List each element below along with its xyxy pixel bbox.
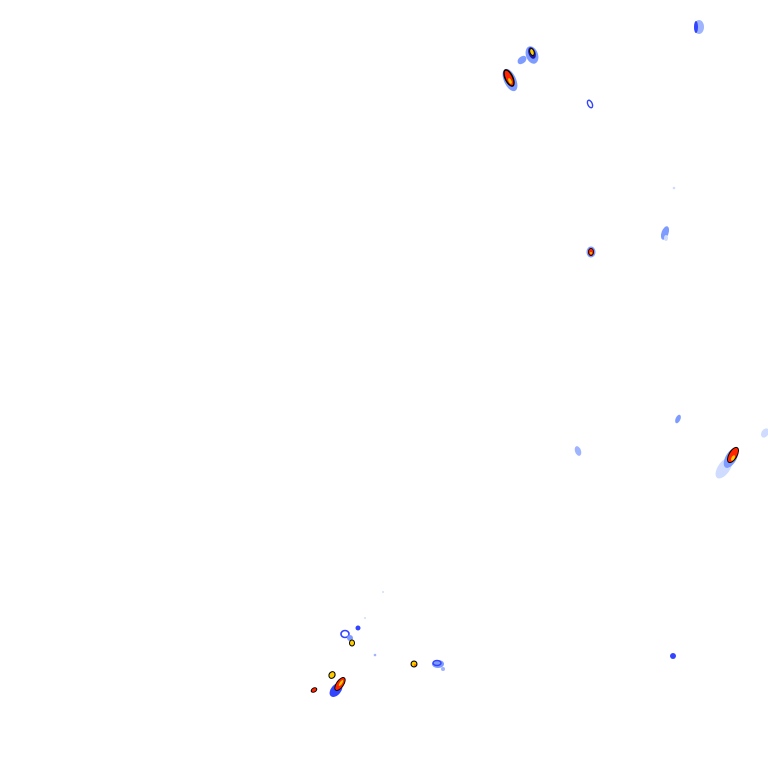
echo-speck-a xyxy=(672,186,676,190)
echo-cell-middle-light xyxy=(574,446,582,456)
echo-cell-east-strong xyxy=(715,446,739,479)
echo-cell-south-b xyxy=(432,659,445,671)
echo-speck-b xyxy=(364,591,384,657)
echo-cell-northeast xyxy=(694,20,704,34)
echo-cell-east-b xyxy=(675,414,681,424)
echo-cell-southwest-a xyxy=(340,625,361,647)
echo-cell-east-edge xyxy=(760,428,768,438)
echo-cell-southwest-d xyxy=(310,687,318,693)
echo-cell-central xyxy=(586,246,596,258)
echo-cell-southeast xyxy=(670,653,676,659)
echo-cell-ring-a xyxy=(586,99,594,109)
echo-cell-southwest-c xyxy=(329,677,346,697)
echo-cell-south-a xyxy=(410,660,418,668)
echo-cell-north-a xyxy=(517,46,539,65)
echo-cell-east-light xyxy=(660,226,670,241)
echo-cell-southwest-b xyxy=(328,671,336,679)
echo-cell-north-b xyxy=(502,68,518,92)
